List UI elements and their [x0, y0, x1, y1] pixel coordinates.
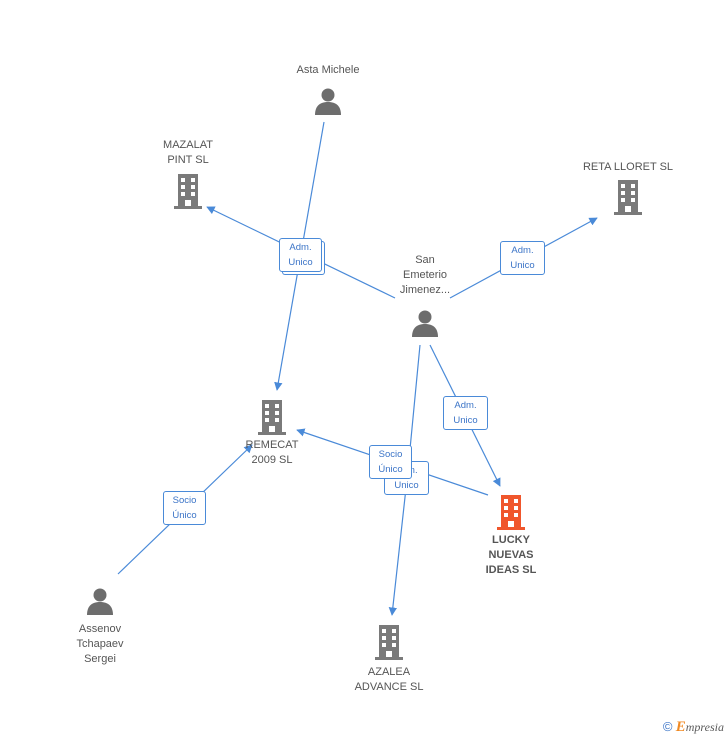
person-icon	[315, 88, 341, 115]
footer-brand: © Empresia	[663, 719, 724, 736]
node-lucky[interactable]: LUCKY NUEVAS IDEAS SL	[466, 493, 556, 578]
node-label: RETA LLORET SL	[582, 161, 674, 173]
node-mazalat[interactable]: MAZALAT PINT SL	[143, 138, 233, 210]
building-icon	[375, 625, 403, 660]
node-label: Asta Michele	[296, 64, 360, 76]
copyright-symbol: ©	[662, 719, 673, 734]
node-azalea[interactable]: AZALEA ADVANCE SL	[344, 623, 434, 695]
edge-label-adm-unico[interactable]: Adm. Unico	[279, 238, 322, 272]
edge-label-socio-unico[interactable]: Socio Único	[163, 491, 206, 525]
node-label: Assenov Tchapaev Sergei	[76, 623, 124, 665]
person-icon	[412, 310, 438, 337]
brand-logo-initial: E	[675, 719, 686, 735]
node-label: REMECAT 2009 SL	[245, 439, 299, 466]
node-san-emeterio[interactable]: San Emeterio Jimenez...	[380, 253, 470, 338]
node-label: LUCKY NUEVAS IDEAS SL	[485, 534, 537, 576]
node-label: AZALEA ADVANCE SL	[354, 666, 424, 693]
building-icon	[497, 495, 525, 530]
node-asta-michele[interactable]: Asta Michele	[283, 63, 373, 116]
building-icon	[614, 180, 642, 215]
node-remecat[interactable]: REMECAT 2009 SL	[227, 398, 317, 468]
person-icon	[87, 588, 113, 615]
node-label: MAZALAT PINT SL	[163, 139, 213, 166]
node-label: San Emeterio Jimenez...	[399, 254, 451, 296]
building-icon	[258, 400, 286, 435]
edge-label-adm-unico[interactable]: Adm. Unico	[443, 396, 488, 430]
node-reta-lloret[interactable]: RETA LLORET SL	[573, 160, 683, 216]
node-assenov[interactable]: Assenov Tchapaev Sergei	[55, 586, 145, 667]
building-icon	[174, 174, 202, 209]
edge-label-adm-unico[interactable]: Adm. Unico	[500, 241, 545, 275]
edge-label-socio-unico[interactable]: Socio Único	[369, 445, 412, 479]
brand-logo-text: mpresia	[685, 720, 724, 734]
